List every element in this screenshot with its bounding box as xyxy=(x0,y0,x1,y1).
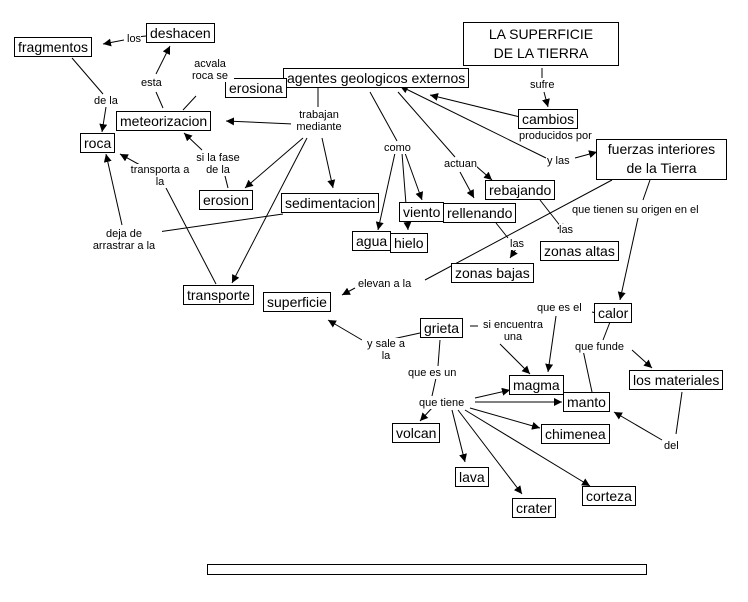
link-label-sufre: sufre xyxy=(530,79,555,91)
link-label-y-las: y las xyxy=(547,155,570,167)
concept-corteza[interactable]: corteza xyxy=(582,486,636,506)
link-label-origen: que tienen su origen en el xyxy=(572,204,699,216)
concept-deshacen[interactable]: deshacen xyxy=(146,23,215,43)
concept-meteorizacion[interactable]: meteorizacion xyxy=(116,111,212,131)
concept-erosiona[interactable]: erosiona xyxy=(225,78,287,98)
concept-viento[interactable]: viento xyxy=(399,202,445,222)
concept-superficie-de-la-tierra[interactable]: LA SUPERFICIE DE LA TIERRA xyxy=(463,22,619,66)
concept-superficie[interactable]: superficie xyxy=(263,292,331,312)
link-label-de-la: de la xyxy=(94,95,118,107)
link-label-transporta: transporta a la xyxy=(129,164,191,188)
concept-rellenando[interactable]: rellenando xyxy=(443,203,517,223)
concept-cambios[interactable]: cambios xyxy=(518,109,579,129)
concept-manto[interactable]: manto xyxy=(563,392,610,412)
concept-roca[interactable]: roca xyxy=(80,133,116,153)
concept-fuerzas-interiores[interactable]: fuerzas interiores de la Tierra xyxy=(596,139,727,180)
link-label-si-la-fase: si la fase de la xyxy=(190,152,246,176)
concept-transporte[interactable]: transporte xyxy=(183,285,255,305)
concept-magma[interactable]: magma xyxy=(509,375,564,395)
concept-chimenea[interactable]: chimenea xyxy=(541,424,610,444)
concept-calor[interactable]: calor xyxy=(594,303,633,323)
link-label-las-2: las xyxy=(510,238,525,250)
link-label-deja-de: deja de arrastrar a la xyxy=(86,228,162,252)
link-label-esta: esta xyxy=(141,77,162,89)
concept-rebajando[interactable]: rebajando xyxy=(485,180,556,200)
link-label-las-1: las xyxy=(559,224,574,236)
link-label-que-funde: que funde xyxy=(575,341,624,353)
link-label-los: los xyxy=(127,33,142,45)
link-label-actuan: actuan xyxy=(444,158,478,170)
link-label-si-encuentra: si encuentra una xyxy=(478,319,548,343)
link-los-fragmentos xyxy=(102,38,125,47)
link-label-que-tiene: que tiene xyxy=(419,397,465,409)
concept-erosion[interactable]: erosion xyxy=(199,190,253,210)
link-label-producidos: producidos por xyxy=(519,130,592,142)
link-label-del: del xyxy=(664,440,679,452)
link-label-y-sale: y sale a la xyxy=(362,338,410,362)
link-label-trabajan: trabajan mediante xyxy=(291,109,347,133)
concept-agua[interactable]: agua xyxy=(352,231,392,251)
concept-volcan[interactable]: volcan xyxy=(392,423,441,443)
concept-sedimentacion[interactable]: sedimentacion xyxy=(281,193,380,213)
concept-grieta[interactable]: grieta xyxy=(420,318,464,338)
concept-lava[interactable]: lava xyxy=(455,467,489,487)
link-label-como: como xyxy=(384,142,411,154)
concept-los-materiales[interactable]: los materiales xyxy=(629,370,724,390)
concept-agentes-geologicos-externos[interactable]: agentes geologicos externos xyxy=(283,68,470,88)
link-label-acvala: acvala roca se xyxy=(186,58,234,82)
concept-fragmentos[interactable]: fragmentos xyxy=(14,37,93,57)
concept-zonas-bajas[interactable]: zonas bajas xyxy=(451,263,534,283)
concept-crater[interactable]: crater xyxy=(512,498,556,518)
link-label-que-es-el: que es el xyxy=(537,302,582,314)
concept-hielo[interactable]: hielo xyxy=(390,233,428,253)
link-label-elevan: elevan a la xyxy=(358,278,412,290)
horizontal-scrollbar[interactable] xyxy=(207,564,647,575)
link-label-que-es-un: que es un xyxy=(408,367,457,379)
concept-zonas-altas[interactable]: zonas altas xyxy=(540,241,619,261)
